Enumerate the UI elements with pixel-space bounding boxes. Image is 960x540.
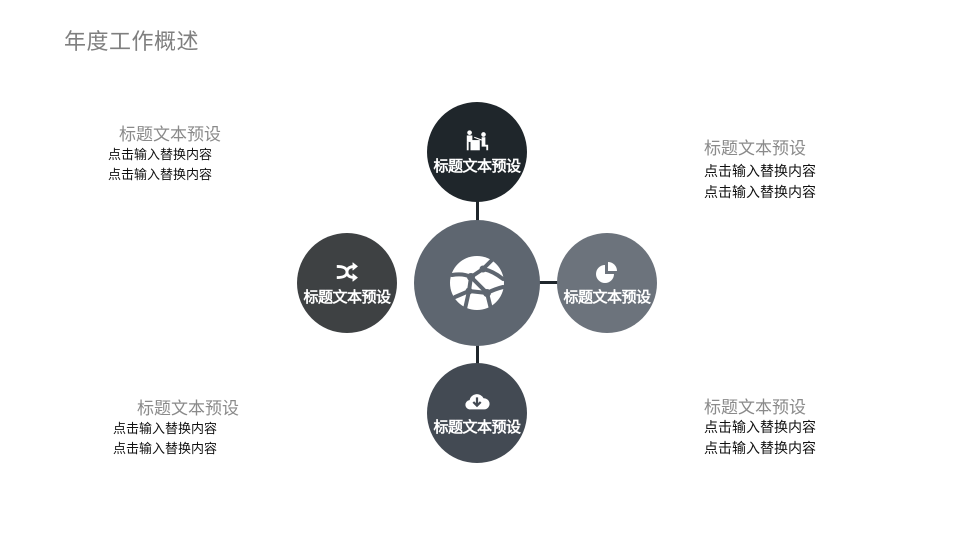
text-block-title: 标题文本预设 [119,125,221,145]
text-block-top-left: 标题文本预设 点击输入替换内容 点击输入替换内容 [108,120,221,186]
node-left-label: 标题文本预设 [303,287,391,306]
node-top-label: 标题文本预设 [433,156,521,175]
connector-bottom [476,344,479,366]
center-circle [414,220,540,346]
text-block-title: 标题文本预设 [704,139,806,159]
text-block-title: 标题文本预设 [704,398,806,418]
text-block-title: 标题文本预设 [137,399,239,419]
meeting-icon [464,129,490,153]
node-bottom[interactable]: 标题文本预设 [427,363,527,463]
text-block-line: 点击输入替换内容 [704,441,816,457]
text-block-line: 点击输入替换内容 [113,422,218,437]
shuffle-icon [334,260,360,284]
text-block-bottom-right: 标题文本预设 点击输入替换内容 点击输入替换内容 [704,393,816,460]
pie-chart-icon [594,260,620,284]
node-right-label: 标题文本预设 [563,287,651,306]
text-block-line: 点击输入替换内容 [704,164,816,180]
text-block-line: 点击输入替换内容 [113,442,218,457]
connector-top [476,200,479,222]
globe-network-icon [447,253,507,313]
text-block-line: 点击输入替换内容 [108,168,213,183]
text-block-line: 点击输入替换内容 [108,148,213,163]
node-top[interactable]: 标题文本预设 [427,102,527,202]
text-block-bottom-left: 标题文本预设 点击输入替换内容 点击输入替换内容 [113,394,239,460]
text-block-top-right: 标题文本预设 点击输入替换内容 点击输入替换内容 [704,134,816,204]
node-right[interactable]: 标题文本预设 [557,233,657,333]
cloud-download-icon [464,390,490,414]
node-left[interactable]: 标题文本预设 [297,233,397,333]
node-bottom-label: 标题文本预设 [433,417,521,436]
page-title: 年度工作概述 [64,30,200,55]
text-block-line: 点击输入替换内容 [704,420,816,436]
connector-right [538,281,560,284]
text-block-line: 点击输入替换内容 [704,185,816,201]
